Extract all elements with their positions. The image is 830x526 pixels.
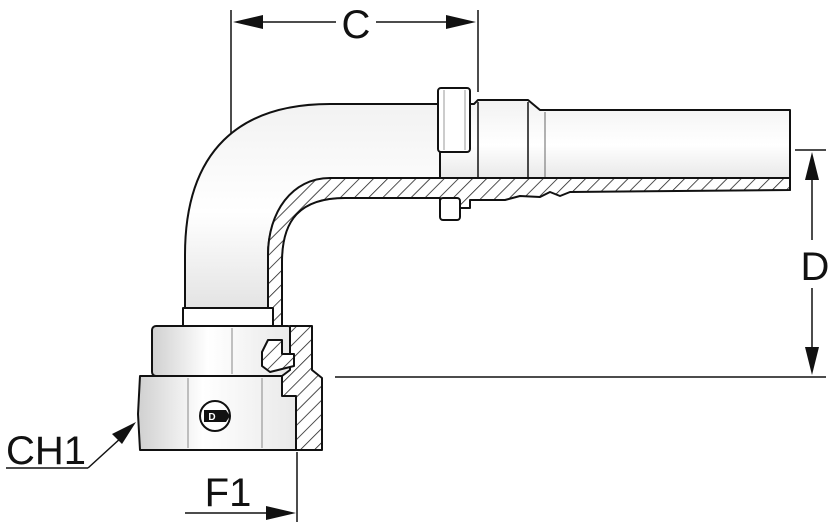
- arrow-c-right-icon: [446, 15, 476, 29]
- dimension-c: C: [230, 0, 479, 155]
- dunlop-logo-icon: D: [199, 400, 231, 432]
- ferrule-outer: [439, 99, 791, 191]
- collar-stub: [439, 197, 461, 221]
- inner-bore-line: [281, 197, 346, 340]
- leader-line-ch1: [87, 436, 123, 469]
- arrow-c-left-icon: [233, 15, 263, 29]
- dimension-label-f1: F1: [205, 471, 252, 515]
- svg-text:D: D: [208, 412, 215, 423]
- arrow-f1-icon: [266, 506, 296, 520]
- dimension-label-c: C: [342, 3, 371, 47]
- elbow-tube-outer: [184, 103, 441, 321]
- arrow-d-top-icon: [805, 152, 819, 180]
- dimension-label-d: D: [801, 245, 830, 289]
- hose-fitting: D: [137, 87, 791, 451]
- collar-ring: [437, 87, 471, 153]
- arrow-ch1-icon: [112, 422, 136, 444]
- dimension-ch1: CH1: [6, 422, 136, 473]
- nipple-section: [261, 339, 295, 373]
- arrow-d-bottom-icon: [805, 347, 819, 375]
- dimension-d: D: [335, 149, 830, 378]
- dimension-label-ch1: CH1: [6, 429, 86, 473]
- dimension-f1: F1: [185, 452, 298, 522]
- section-wall-horizontal: [267, 177, 791, 341]
